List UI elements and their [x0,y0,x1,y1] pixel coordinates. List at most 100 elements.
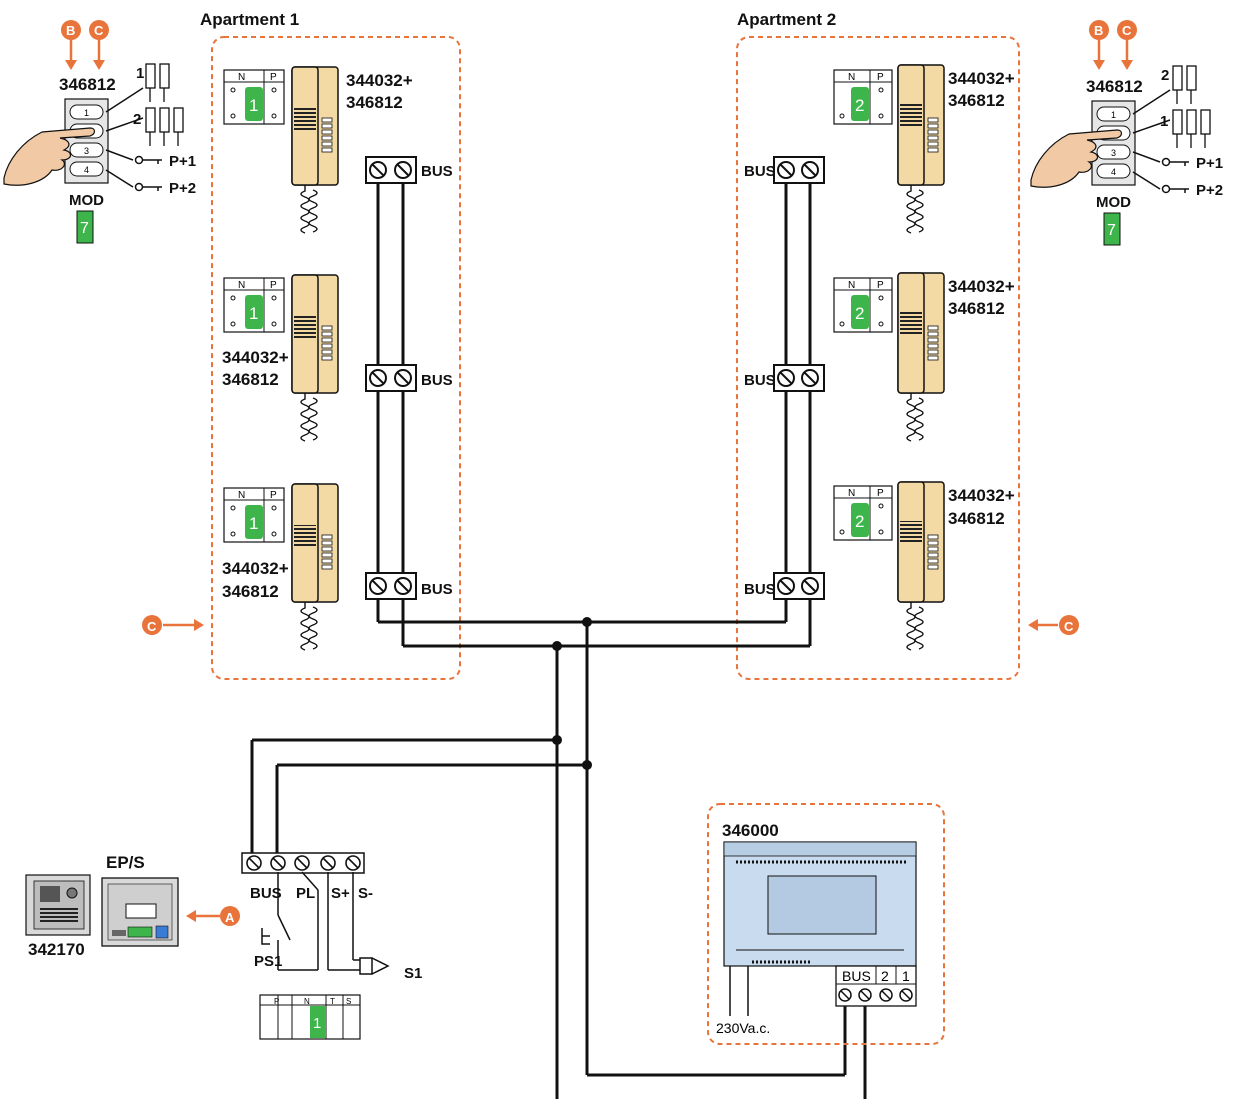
apt2-handset-1 [897,64,945,234]
marker-c-right: C [1028,615,1079,635]
apt2-handset-3-code-line1: 344032+ [948,486,1015,505]
left-key-icon-1 [134,155,162,165]
left-target-2: 2 [133,111,141,128]
wire-junctions [552,617,592,770]
svg-text:P: P [270,72,277,83]
right-module-leads [1132,89,1171,190]
right-target-3: P+1 [1196,155,1223,172]
svg-text:N: N [848,488,855,499]
apt1-handset-1 [291,66,339,234]
left-mod-chip [76,210,94,244]
svg-text:N: N [238,280,245,291]
apt1-config-value-2: 1 [249,304,258,323]
svg-text:C: C [147,619,157,634]
right-mod-value: 7 [1107,222,1116,239]
right-target-2: 1 [1160,113,1168,130]
right-key-icon-1 [1161,157,1189,167]
left-module-markers: B C [61,20,109,70]
apt2-handset-1-code-line2: 346812 [948,91,1005,110]
left-mod-label: MOD [69,192,104,209]
svg-text:A: A [225,910,235,925]
bus-terminal-apt1-row2: BUS [365,364,453,392]
apt2-config-switch-3: N P 2 [833,485,893,541]
eps-terminal-pl: PL [296,885,315,902]
bus-terminal-apt2-row3: BUS [744,572,825,600]
marker-c-left: C [142,615,204,635]
left-mod-value: 7 [80,220,89,237]
apartment-2-title: Apartment 2 [737,10,836,29]
apt2-config-switch-1: N P 2 [833,69,893,125]
svg-text:P: P [877,488,884,499]
svg-text:N: N [238,72,245,83]
power-supply-unit [723,841,917,967]
apt1-config-value-1: 1 [249,96,258,115]
svg-text:N: N [848,72,855,83]
right-target-4: P+2 [1196,182,1223,199]
apt1-config-switch-1: N P 1 [223,69,285,125]
bus-terminal-apt2-row2: BUS [744,364,825,392]
apt2-handset-2 [897,272,945,442]
eps-terminal-splus: S+ [331,885,350,902]
eps-config-switch: P N T S 1 [259,994,361,1040]
svg-text:T: T [330,997,335,1006]
left-module-code: 346812 [59,75,116,94]
svg-text:1: 1 [1111,110,1116,120]
right-key-icon-2 [1161,184,1189,194]
ps1-label: PS1 [254,953,282,970]
svg-text:P: P [877,72,884,83]
ps-terminal-2: 2 [881,968,889,984]
svg-text:P: P [877,280,884,291]
svg-text:P: P [270,280,277,291]
svg-text:BUS: BUS [421,163,453,180]
svg-text:P: P [274,997,279,1006]
svg-text:C: C [1064,619,1074,634]
entrance-panel-342170 [25,874,91,936]
bus-terminal-apt1-row3: BUS [365,572,453,600]
marker-a: A [186,906,240,926]
eps-module [101,877,179,947]
svg-text:B: B [1094,23,1103,38]
svg-text:N: N [304,997,310,1006]
apt2-config-value-1: 2 [855,96,864,115]
svg-text:3: 3 [1111,148,1116,158]
apt2-handset-2-code-line1: 344032+ [948,277,1015,296]
bus-terminal-apt1-row1: BUS [365,156,453,184]
apt1-config-switch-2: N P 1 [223,277,285,333]
ps-terminal-bus: BUS [842,968,871,984]
left-key-icon-2 [134,182,162,192]
svg-text:1: 1 [313,1015,321,1032]
svg-text:BUS: BUS [744,581,776,598]
right-handset-group-1 [1172,65,1197,104]
bus-terminal-apt2-row1: BUS [744,156,825,184]
apt1-config-value-3: 1 [249,514,258,533]
apartment-1-title: Apartment 1 [200,10,299,29]
left-target-1: 1 [136,65,144,82]
apartment-1-zone [211,36,461,680]
left-handset-group-2 [145,107,184,146]
svg-text:BUS: BUS [421,372,453,389]
svg-text:4: 4 [1111,167,1116,177]
apt1-handset-2 [291,274,339,442]
svg-text:B: B [66,23,75,38]
eps-terminal-strip [241,852,365,874]
svg-text:P: P [270,490,277,501]
apt2-handset-3 [897,481,945,651]
svg-text:BUS: BUS [744,372,776,389]
apt2-handset-3-code-line2: 346812 [948,509,1005,528]
apt1-handset-3 [291,483,339,651]
apt1-config-switch-3: N P 1 [223,487,285,543]
apt1-handset-3-code-line2: 346812 [222,582,279,601]
left-handset-group-1 [145,63,170,102]
mains-voltage: 230Va.c. [716,1020,770,1036]
ps-terminal-1: 1 [902,968,910,984]
eps-terminal-bus: BUS [250,885,282,902]
right-target-1: 2 [1161,67,1169,84]
left-module-keypad: 1 2 3 4 [64,98,109,184]
apt2-handset-1-code-line1: 344032+ [948,69,1015,88]
power-supply-zone [707,803,945,1045]
power-supply-code: 346000 [722,821,779,840]
apt2-handset-2-code-line2: 346812 [948,299,1005,318]
apt2-config-value-2: 2 [855,304,864,323]
